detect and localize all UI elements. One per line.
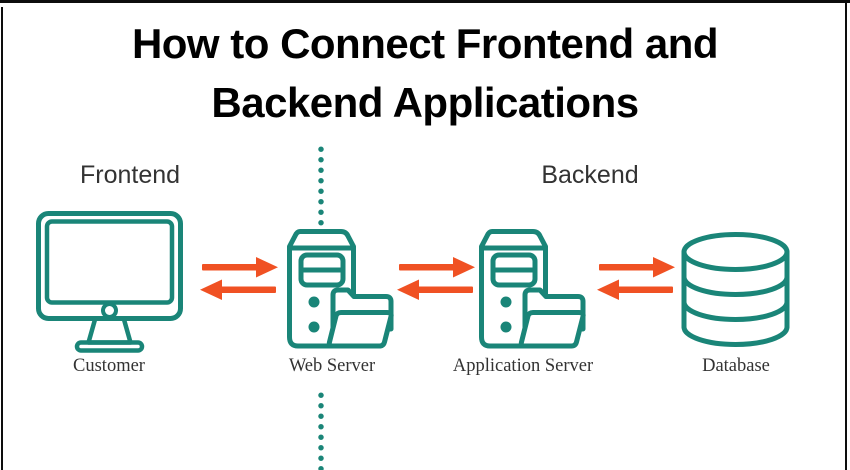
page-title: How to Connect Frontend and Backend Appl…: [0, 14, 850, 132]
request-response-arrows-frontend-webserver: [199, 255, 279, 302]
page-title-line-1: How to Connect Frontend and: [131, 20, 719, 67]
request-response-arrows-webserver-appserver: [396, 255, 476, 302]
database-label: Database: [702, 356, 770, 376]
right-border-line: [845, 0, 847, 470]
request-response-arrows-appserver-database: [596, 255, 676, 302]
page-title-line-2: Backend Applications: [211, 79, 639, 126]
monitor-icon: [36, 211, 183, 353]
left-border-line: [1, 7, 3, 470]
frontend-backend-divider-top: [318, 144, 324, 228]
application-server-icon: [479, 229, 587, 350]
top-border-line: [0, 0, 850, 3]
customer-label: Customer: [73, 356, 145, 376]
backend-zone-label: Backend: [541, 161, 639, 189]
application-server-label: Application Server: [452, 356, 594, 376]
web-server-label: Web Server: [288, 356, 376, 376]
web-server-icon: [287, 229, 395, 350]
frontend-backend-divider-bottom: [318, 390, 324, 470]
frontend-zone-label: Frontend: [79, 161, 181, 189]
database-icon: [681, 231, 790, 351]
